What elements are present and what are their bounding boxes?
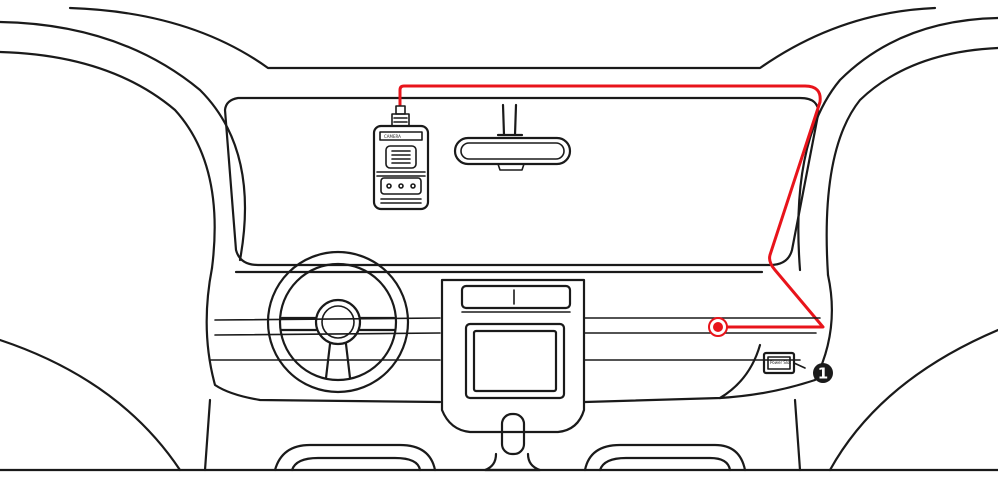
callout-1: 1 — [813, 363, 833, 383]
svg-text:CAMERA: CAMERA — [384, 134, 401, 139]
car-frame — [0, 6, 998, 277]
lower-interior — [0, 328, 998, 472]
power-cable-route — [398, 84, 825, 329]
center-console — [440, 278, 586, 434]
socket-label: Power Slot — [770, 360, 791, 365]
fuse-box-icon: Power Slot — [762, 351, 806, 375]
gear-shifter-icon — [483, 412, 542, 472]
rearview-mirror-icon — [453, 103, 572, 171]
windshield — [223, 96, 820, 267]
steering-wheel-icon — [266, 250, 410, 394]
dash-camera-icon: CAMERA — [372, 105, 430, 211]
callout-1-label: 1 — [818, 365, 828, 383]
cable-entry-marker — [708, 317, 728, 337]
